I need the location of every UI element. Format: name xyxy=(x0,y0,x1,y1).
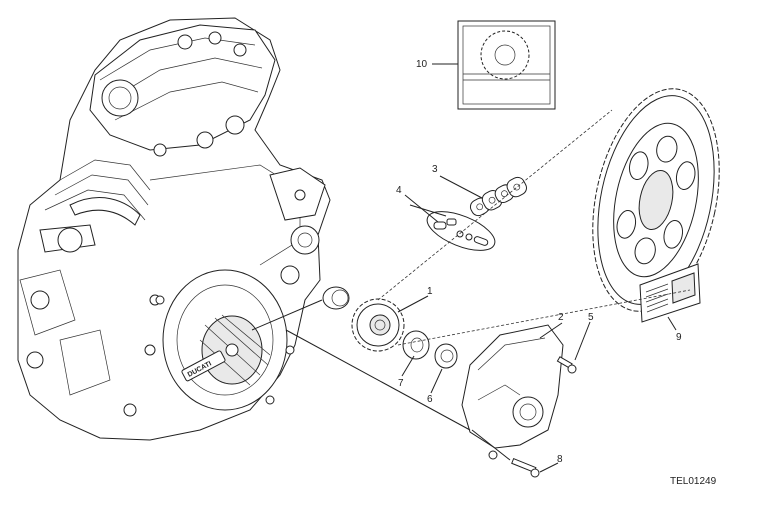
warning-label-decal xyxy=(639,263,701,323)
screw-5 xyxy=(556,356,577,374)
callout-3: 3 xyxy=(432,164,438,175)
engine-assembly: DUCATI xyxy=(17,17,331,441)
leader-lines xyxy=(397,63,677,473)
callout-8: 8 xyxy=(557,454,563,465)
chain-path-lines xyxy=(377,109,691,346)
master-link-kit xyxy=(426,211,496,251)
callout-7: 7 xyxy=(398,378,404,389)
callout-4: 4 xyxy=(396,185,402,196)
kit-box xyxy=(457,20,556,110)
lock-washer xyxy=(402,330,430,360)
assembly-axis-lines xyxy=(251,204,511,461)
rear-sprocket xyxy=(592,88,720,312)
front-sprocket xyxy=(351,298,405,352)
chain-segment xyxy=(469,176,527,217)
callout-9: 9 xyxy=(676,332,682,343)
screw-8 xyxy=(511,457,540,478)
callout-2: 2 xyxy=(558,312,564,323)
drawing-code: TEL01249 xyxy=(670,476,717,487)
callout-5: 5 xyxy=(588,312,594,323)
spacer-bushing xyxy=(322,286,350,310)
callout-1: 1 xyxy=(427,286,433,297)
sprocket-nut xyxy=(434,343,458,369)
callout-10: 10 xyxy=(416,59,428,70)
callout-6: 6 xyxy=(427,394,433,405)
callout-numbers: 1 2 3 4 5 6 7 8 9 10 xyxy=(396,59,682,465)
sprocket-cover xyxy=(461,324,564,460)
